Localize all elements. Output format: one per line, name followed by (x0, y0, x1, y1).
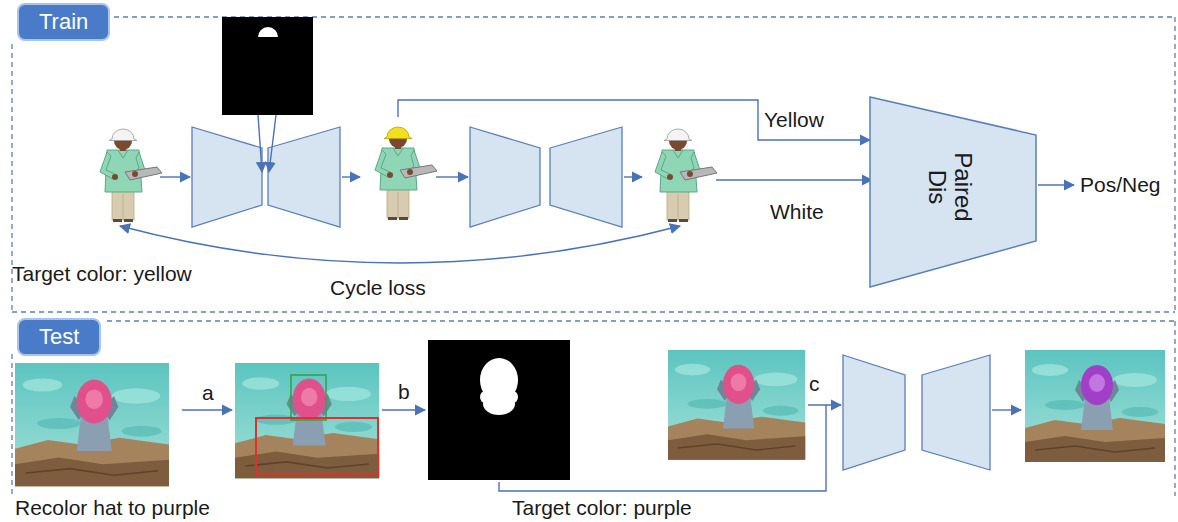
beach-photo (1081, 365, 1113, 405)
encoder-decoder (470, 127, 540, 227)
beach-photo (15, 363, 169, 486)
step-letter: c (809, 372, 820, 395)
arrow (1038, 184, 1074, 185)
arrow (808, 404, 841, 405)
person-yellow-hat (375, 127, 437, 220)
panel-border (12, 17, 1175, 496)
arrow (382, 409, 425, 410)
mask-image (428, 340, 570, 480)
beach-photo (668, 350, 805, 460)
step-letter: b (398, 380, 410, 403)
person-white-hat (655, 132, 717, 222)
person-yellow-hat (384, 127, 412, 139)
person-white-hat (655, 129, 717, 222)
arrow (258, 115, 262, 172)
mask-image (258, 27, 278, 37)
encoder-decoder (922, 355, 990, 470)
arrow (436, 176, 468, 177)
detection-box (256, 418, 378, 474)
beach-photo (668, 350, 805, 460)
person-white-hat (100, 129, 162, 222)
node-label: Train (39, 9, 88, 34)
arrow (716, 179, 872, 180)
person-white-hat (100, 132, 162, 222)
arrow (342, 176, 360, 177)
mask-image (222, 17, 313, 115)
beach-photo (15, 363, 169, 486)
beach-photo (301, 388, 317, 407)
arrow (160, 176, 190, 177)
arrow (182, 405, 1021, 491)
beach-photo (235, 363, 379, 478)
arrow (992, 409, 1021, 410)
beach-photo (235, 363, 379, 478)
step-letter: a (202, 381, 214, 404)
signal-label: Yellow (764, 108, 824, 131)
loss-label: Cycle loss (330, 276, 426, 299)
discriminator-block: Paired Dis (868, 95, 1038, 289)
mask-image (480, 391, 490, 403)
detection-box (291, 375, 326, 420)
mask-image (428, 340, 570, 480)
person-white-hat (109, 129, 137, 141)
panel-border (1174, 321, 1175, 496)
node-label: Test (39, 324, 79, 349)
encoder-decoder (268, 127, 340, 227)
signal-label: White (770, 200, 824, 223)
arrow (120, 226, 680, 263)
panel-tab: Test (17, 318, 101, 356)
note: Target color: purple (512, 496, 692, 519)
beach-photo (731, 374, 747, 392)
beach-photo (1025, 350, 1165, 462)
panel-border (12, 311, 1175, 312)
beach-photo (1025, 350, 1165, 462)
panel-border (1174, 17, 1175, 312)
encoder-decoder (843, 355, 905, 470)
note: Target color: yellow (12, 262, 192, 285)
person-white-hat (664, 129, 692, 141)
beach-photo (85, 389, 103, 409)
arrow (182, 409, 232, 410)
panel-border (11, 354, 12, 496)
note: Recolor hat to purple (15, 496, 210, 519)
panel-border (107, 320, 1175, 321)
mask-image (508, 391, 518, 403)
beach-photo (723, 365, 754, 404)
encoder-decoder (550, 127, 622, 227)
trapezoid-outline (870, 97, 1036, 287)
mask-image (222, 17, 313, 115)
arrow (269, 115, 276, 172)
arrow (499, 405, 826, 491)
node-label: Paired Dis (924, 147, 976, 227)
arrow (624, 176, 642, 177)
panel-tab: Train (17, 3, 110, 41)
beach-photo (1089, 374, 1105, 392)
beach-photo (77, 380, 112, 424)
person-yellow-hat (375, 130, 437, 220)
encoder-decoder (192, 127, 262, 227)
beach-photo (293, 378, 326, 419)
output-label: Pos/Neg (1080, 173, 1161, 196)
arrow (398, 100, 870, 140)
